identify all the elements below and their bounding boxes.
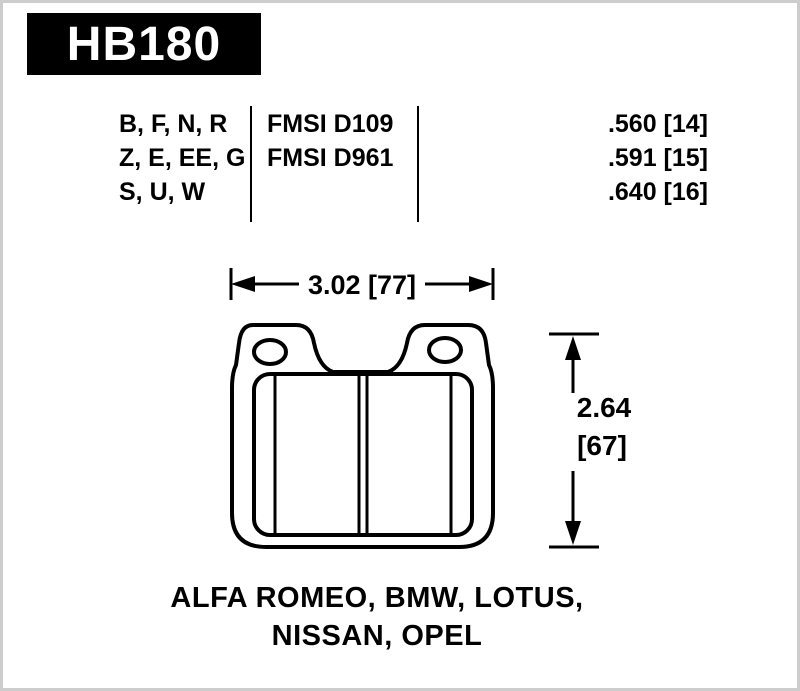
applications-line-1: ALFA ROMEO, BMW, LOTUS,: [170, 582, 584, 614]
fmsi-row: FMSI D961: [267, 144, 394, 172]
mounting-hole-left: [252, 338, 288, 366]
arrowhead-up-icon: [565, 336, 581, 360]
compound-codes-column: B, F, N, R Z, E, EE, G S, U, W: [119, 107, 245, 209]
compound-codes-row: S, U, W: [119, 178, 206, 206]
part-number-badge: HB180: [27, 13, 261, 75]
height-dimension-lines: [549, 332, 599, 549]
brake-pad-diagram: 3.02 [77] 2.64 [67]: [229, 268, 632, 549]
width-dimension-label: 3.02 [77]: [308, 270, 416, 300]
backing-plate-outline: [230, 323, 495, 549]
compound-codes-row: B, F, N, R: [119, 110, 228, 138]
thickness-row: .591 [15]: [607, 144, 708, 172]
table-divider: [250, 106, 252, 222]
thickness-row: .560 [14]: [607, 110, 708, 138]
arrowhead-down-icon: [565, 521, 581, 545]
friction-pad-outline: [252, 372, 474, 537]
spec-table: B, F, N, R Z, E, EE, G S, U, W FMSI D109…: [3, 3, 797, 233]
part-number: HB180: [66, 17, 222, 71]
table-divider: [417, 106, 419, 222]
arrowhead-left-icon: [231, 276, 255, 292]
height-dimension-label-inches: 2.64: [577, 392, 632, 423]
fmsi-row: FMSI D109: [267, 110, 394, 138]
fmsi-column: FMSI D109 FMSI D961: [267, 107, 393, 209]
thickness-column: .560 [14] .591 [15] .640 [16]: [558, 107, 708, 209]
mounting-hole-right: [427, 336, 463, 364]
thickness-row: .640 [16]: [607, 178, 708, 206]
vehicle-applications: ALFA ROMEO, BMW, LOTUS, NISSAN, OPEL: [27, 579, 727, 655]
compound-codes-row: Z, E, EE, G: [119, 144, 246, 172]
height-dimension-label-mm: [67]: [577, 430, 627, 461]
arrowhead-right-icon: [469, 276, 493, 292]
applications-line-2: NISSAN, OPEL: [271, 620, 483, 652]
